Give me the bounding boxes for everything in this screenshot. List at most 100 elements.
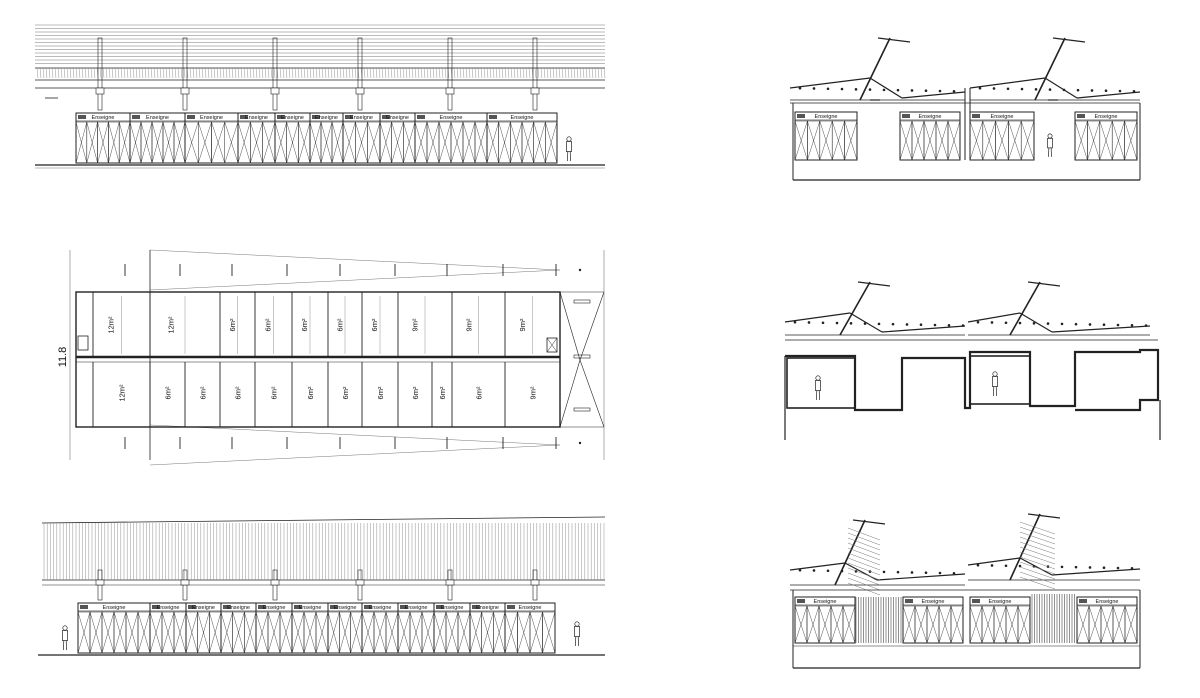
stall-area-label: 9m² <box>518 318 527 331</box>
shopfront: Enseigne <box>361 602 399 654</box>
purlin <box>1130 323 1134 327</box>
column-cap <box>95 87 105 95</box>
roof-fin <box>468 67 471 79</box>
roof-slope <box>967 312 1021 323</box>
roof-fin <box>492 67 495 79</box>
plan-dot <box>578 441 582 445</box>
purlin <box>952 89 956 93</box>
purlin <box>882 570 886 574</box>
column <box>97 37 103 111</box>
roof-fin <box>420 67 423 79</box>
roof-fin <box>495 67 498 79</box>
purlin <box>1048 88 1052 91</box>
roof-fin <box>114 67 117 79</box>
roof-fin <box>225 67 228 79</box>
roof-louver <box>1019 556 1056 570</box>
roof-fin <box>456 67 459 79</box>
roof-fin <box>402 67 405 79</box>
purlin <box>812 87 816 90</box>
roof-fin <box>567 67 570 79</box>
shop-sign: Enseigne <box>441 605 464 611</box>
roof-fin <box>228 67 231 79</box>
roof-fin <box>231 67 234 79</box>
stall-area-label: 9m² <box>411 318 420 331</box>
purlin <box>1130 566 1134 570</box>
roof-fin <box>588 67 591 79</box>
shop-sign: Enseigne <box>281 115 304 121</box>
roof-fin <box>348 67 351 79</box>
sign-logo <box>797 114 805 118</box>
roof-fin <box>195 67 198 79</box>
roof-fin <box>144 67 147 79</box>
roof-fin <box>159 67 162 79</box>
column <box>357 37 363 111</box>
roof-slope <box>784 312 851 323</box>
roof-fin <box>369 67 372 79</box>
purlin <box>910 89 914 92</box>
roof-fin <box>126 67 129 79</box>
roof-fin <box>270 67 273 79</box>
roof-fin <box>36 67 39 79</box>
roof-fin <box>315 67 318 79</box>
roof-fin <box>378 67 381 79</box>
roof-mast <box>859 37 891 101</box>
roof-fin <box>141 67 144 79</box>
shopfront: Enseigne <box>309 112 344 164</box>
purlin <box>868 88 872 91</box>
roof-fin <box>351 67 354 79</box>
column <box>272 37 278 111</box>
shop-sign: Enseigne <box>989 599 1012 605</box>
roof-fin <box>399 67 402 79</box>
sign-logo <box>364 605 372 609</box>
roof-fin <box>570 67 573 79</box>
shopfront: Enseigne <box>184 112 239 164</box>
roof-fin <box>564 67 567 79</box>
service-room <box>77 335 89 351</box>
shop-sign: Enseigne <box>386 115 409 121</box>
sign-logo <box>1079 599 1087 603</box>
roof-cap <box>852 519 886 525</box>
room <box>786 357 856 409</box>
roof-fin <box>345 67 348 79</box>
shopfront: Enseigne <box>433 602 471 654</box>
roof-louver <box>847 572 881 586</box>
plan-outline <box>75 291 561 428</box>
purlin <box>882 88 886 92</box>
roof-fin <box>309 67 312 79</box>
roof-fin <box>198 67 201 79</box>
stall-area-label: 6m² <box>228 318 237 331</box>
roof-fin <box>483 67 486 79</box>
roof-fin <box>81 67 84 79</box>
shop-sign: Enseigne <box>814 599 837 605</box>
roof-fin <box>477 67 480 79</box>
roof-fin <box>429 67 432 79</box>
sign-logo <box>187 115 195 119</box>
roof-fin <box>486 67 489 79</box>
sign-logo <box>78 115 86 119</box>
roof-slope <box>881 325 966 333</box>
roof-fin <box>177 67 180 79</box>
shopfront: Enseigne <box>902 596 964 644</box>
roof-fin <box>453 67 456 79</box>
purlin <box>910 571 914 574</box>
purlin <box>1074 322 1078 326</box>
roof-louver <box>847 532 881 546</box>
roof-fin <box>267 67 270 79</box>
purlin <box>1004 321 1008 325</box>
roof-slope <box>1051 568 1141 576</box>
roof-louver <box>847 567 881 581</box>
purlin <box>896 570 900 574</box>
roof-fin <box>318 67 321 79</box>
stall-area-label: 6m² <box>270 386 279 399</box>
roof-fin <box>489 67 492 79</box>
stall-area-label: 6m² <box>341 386 350 399</box>
shop-sign: Enseigne <box>200 115 223 121</box>
roof-fin <box>201 67 204 79</box>
shop-sign: Enseigne <box>299 605 322 611</box>
purlin <box>812 569 816 572</box>
shopfront: Enseigne <box>255 602 293 654</box>
shopfront: Enseigne <box>794 111 858 161</box>
shopfront: Enseigne <box>469 602 506 654</box>
